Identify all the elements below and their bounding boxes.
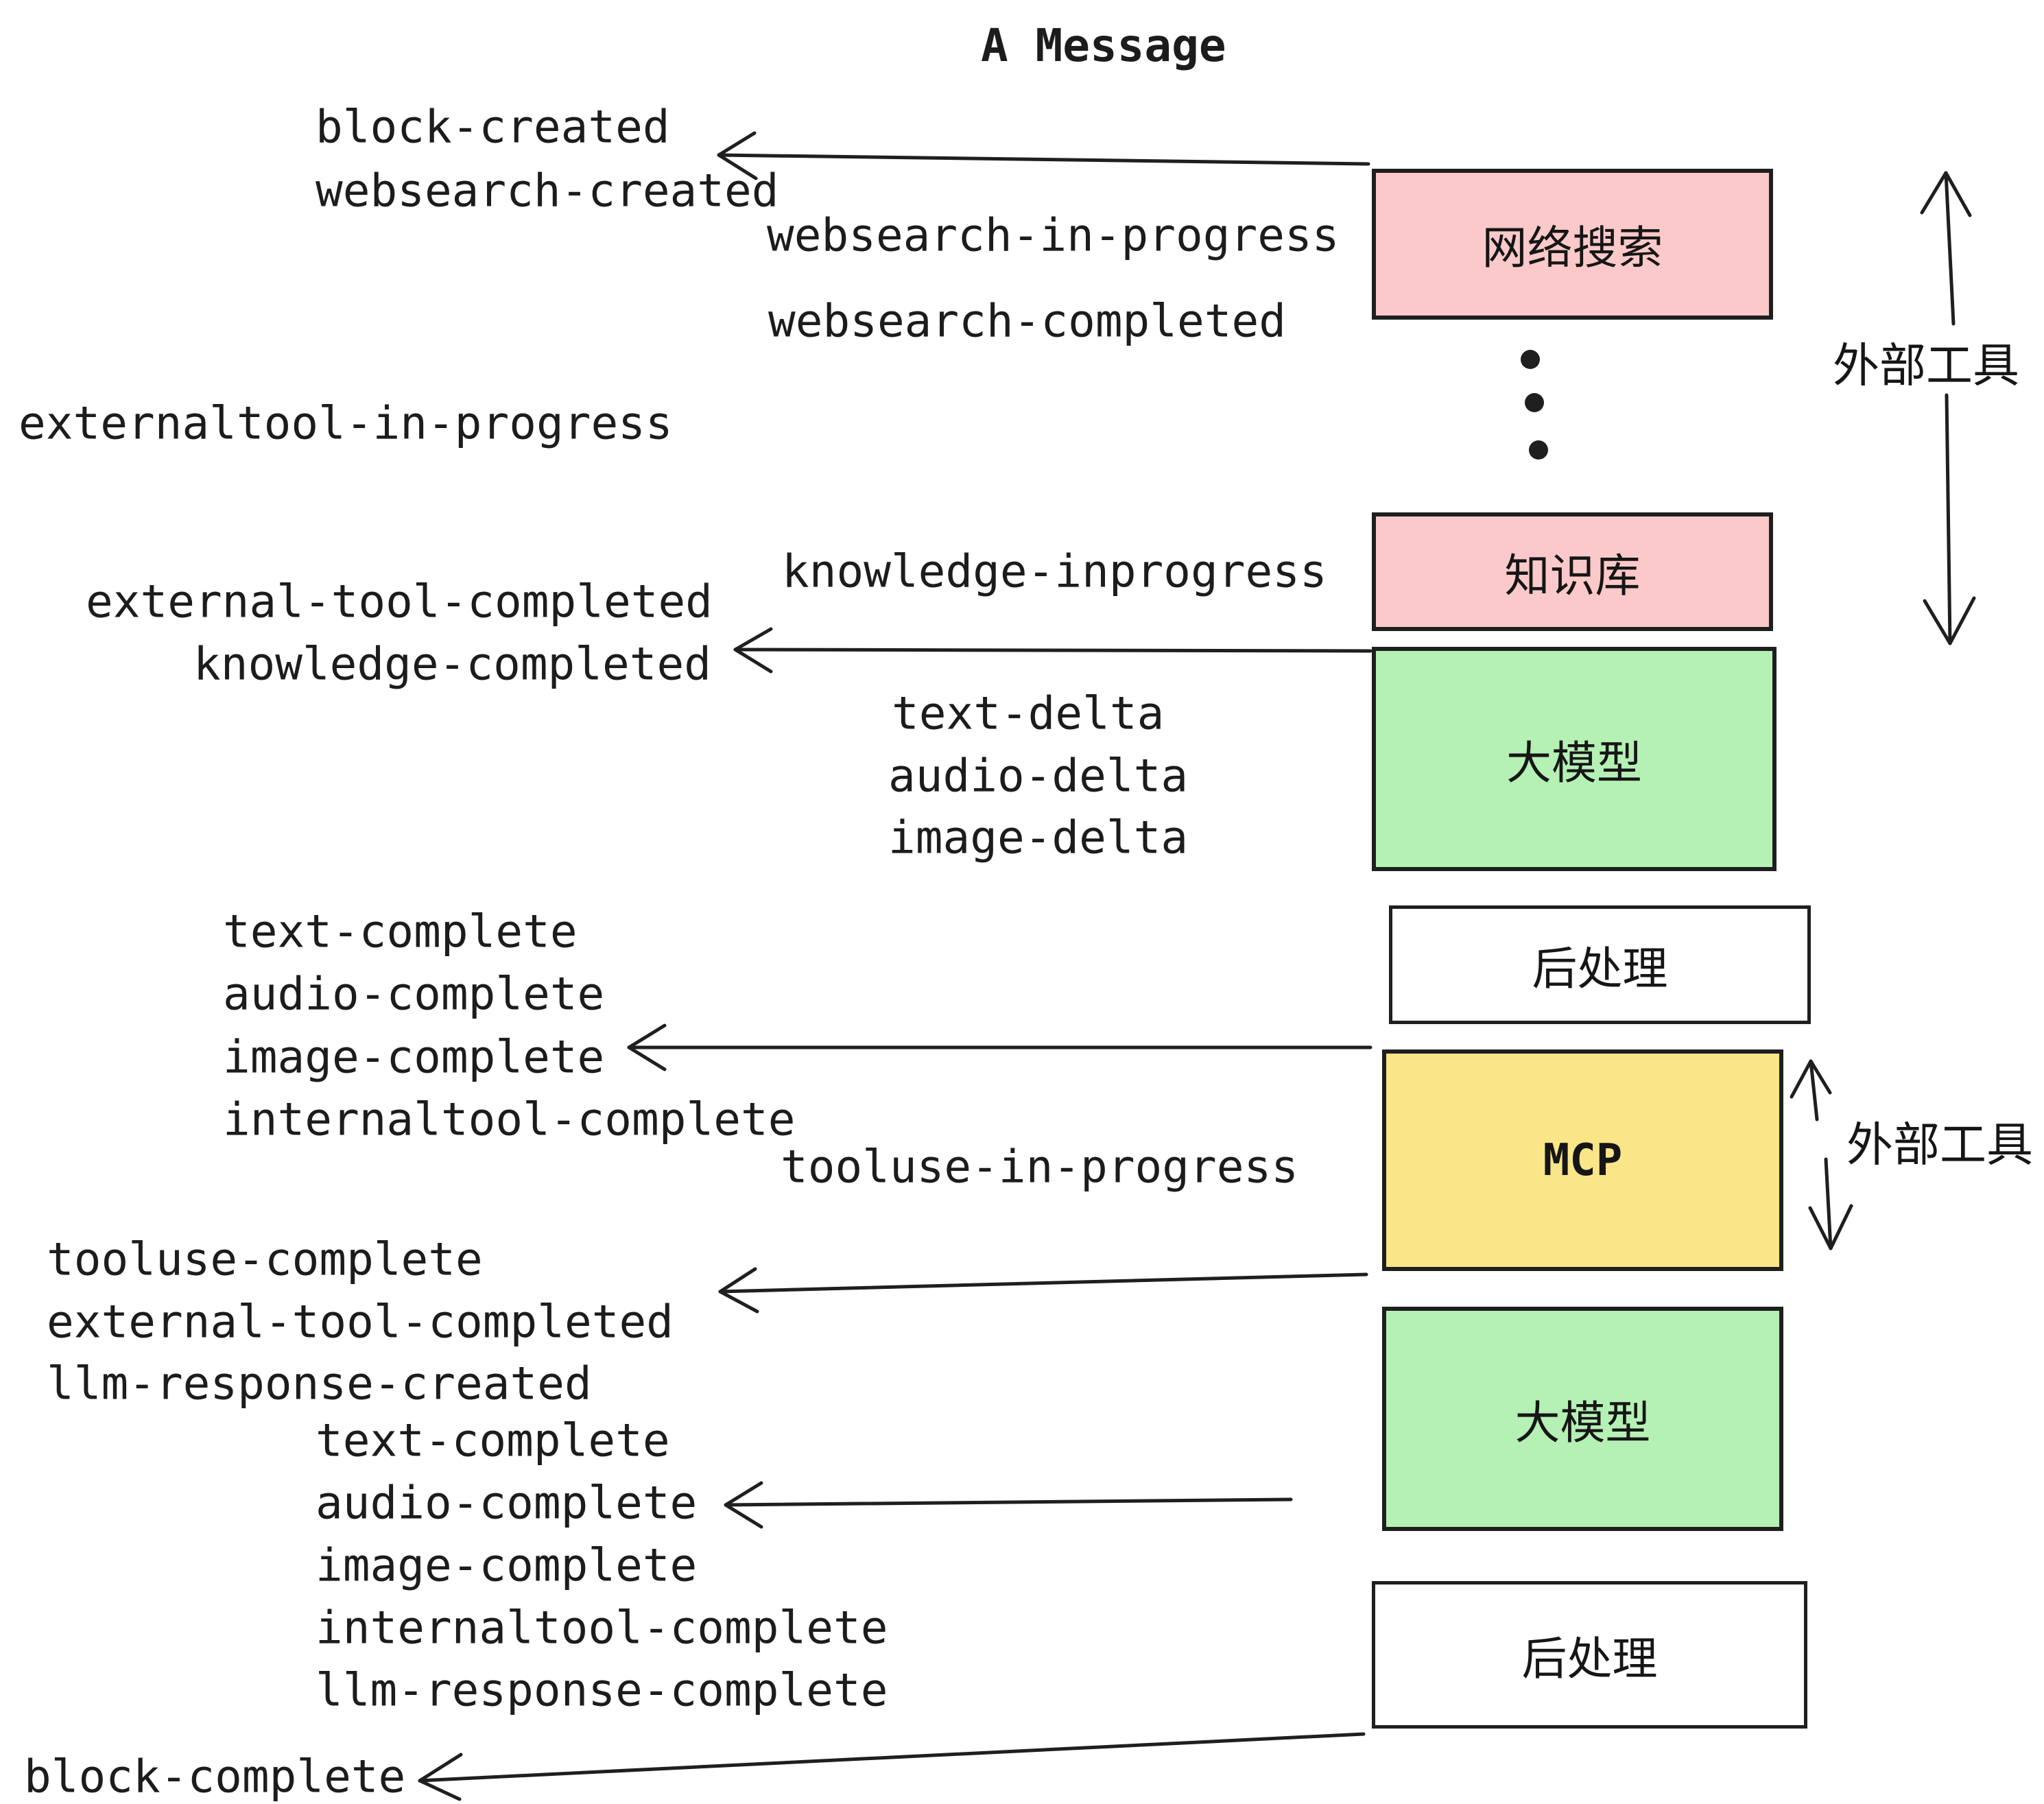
mcp-external-tools-down-arrowhead xyxy=(1808,1204,1853,1250)
mcp-external-tools-up-arrow xyxy=(1809,1059,1819,1121)
event-tooluse-in-progress: tooluse-in-progress xyxy=(781,1140,1298,1194)
event-text-delta: text-delta xyxy=(892,687,1165,740)
box-knowledge-base: 知识库 xyxy=(1372,512,1773,631)
event-internaltool-complete: internaltool-complete xyxy=(223,1093,796,1146)
event-text-complete-2: text-complete xyxy=(316,1414,670,1467)
external-tools-label-2: 外部工具 xyxy=(1846,1118,2034,1173)
event-knowledge-completed: knowledge-completed xyxy=(193,637,711,691)
arrowhead-block-complete xyxy=(418,1753,463,1801)
box-knowledge-base-label: 知识库 xyxy=(1504,549,1641,602)
arrow-to-tooluse-complete xyxy=(718,1272,1368,1294)
event-external-tool-completed: external-tool-completed xyxy=(86,575,713,628)
box-web-search: 网络搜索 xyxy=(1372,169,1773,320)
mcp-external-tools-up-arrowhead xyxy=(1790,1059,1832,1099)
event-websearch-in-progress: websearch-in-progress xyxy=(767,209,1340,262)
box-post-processing-1-label: 后处理 xyxy=(1532,942,1668,995)
event-block-complete: block-complete xyxy=(24,1750,406,1803)
event-audio-delta: audio-delta xyxy=(888,749,1189,803)
event-knowledge-inprogress: knowledge-inprogress xyxy=(782,545,1327,598)
box-llm-2: 大模型 xyxy=(1382,1307,1783,1531)
diagram-title: A Message xyxy=(981,19,1226,72)
event-audio-complete-2: audio-complete xyxy=(316,1476,698,1530)
external-tools-down-arrowhead xyxy=(1923,596,1976,645)
external-tools-down-arrow xyxy=(1945,393,1952,645)
box-web-search-label: 网络搜索 xyxy=(1482,222,1663,274)
arrowhead-image-complete xyxy=(627,1023,667,1071)
box-mcp-label: MCP xyxy=(1543,1135,1623,1186)
arrowhead-audio-complete xyxy=(724,1481,763,1529)
external-tools-label-1: 外部工具 xyxy=(1833,339,2020,394)
event-internaltool-complete-2: internaltool-complete xyxy=(316,1601,888,1654)
box-llm-2-label: 大模型 xyxy=(1514,1396,1651,1449)
event-image-complete: image-complete xyxy=(223,1030,605,1084)
event-block-created: block-created xyxy=(316,100,670,154)
event-text-complete: text-complete xyxy=(223,905,578,958)
arrowhead-tooluse-complete xyxy=(718,1267,759,1314)
event-external-tool-completed-2: external-tool-completed xyxy=(47,1295,674,1349)
event-websearch-completed: websearch-completed xyxy=(768,294,1286,348)
box-post-processing-1: 后处理 xyxy=(1389,905,1811,1024)
external-tools-up-arrowhead xyxy=(1920,171,1972,217)
event-image-delta: image-delta xyxy=(888,811,1189,864)
arrow-to-audio-complete xyxy=(724,1497,1293,1507)
box-mcp: MCP xyxy=(1382,1049,1783,1271)
ellipsis-dot xyxy=(1525,393,1544,412)
mcp-external-tools-down-arrow xyxy=(1824,1157,1833,1250)
event-llm-response-created: llm-response-created xyxy=(47,1357,592,1410)
box-llm-1: 大模型 xyxy=(1372,647,1776,871)
ellipsis-dot xyxy=(1529,440,1548,460)
event-externaltool-in-progress: externaltool-in-progress xyxy=(19,396,673,450)
box-post-processing-2-label: 后处理 xyxy=(1521,1632,1658,1685)
arrow-to-knowledge-completed xyxy=(733,648,1372,653)
box-llm-1-label: 大模型 xyxy=(1506,736,1642,790)
ellipsis-dot xyxy=(1521,350,1540,369)
arrow-to-block-complete xyxy=(418,1732,1366,1783)
arrowhead-websearch-created xyxy=(717,131,758,180)
event-websearch-created: websearch-created xyxy=(316,164,779,217)
event-audio-complete: audio-complete xyxy=(223,967,605,1021)
event-image-complete-2: image-complete xyxy=(316,1539,698,1592)
arrowhead-knowledge-completed xyxy=(733,627,773,674)
external-tools-up-arrow xyxy=(1944,171,1956,326)
event-tooluse-complete: tooluse-complete xyxy=(47,1233,483,1286)
arrow-to-websearch-created xyxy=(717,153,1370,166)
box-post-processing-2: 后处理 xyxy=(1372,1581,1807,1729)
event-llm-response-complete: llm-response-complete xyxy=(316,1663,888,1717)
